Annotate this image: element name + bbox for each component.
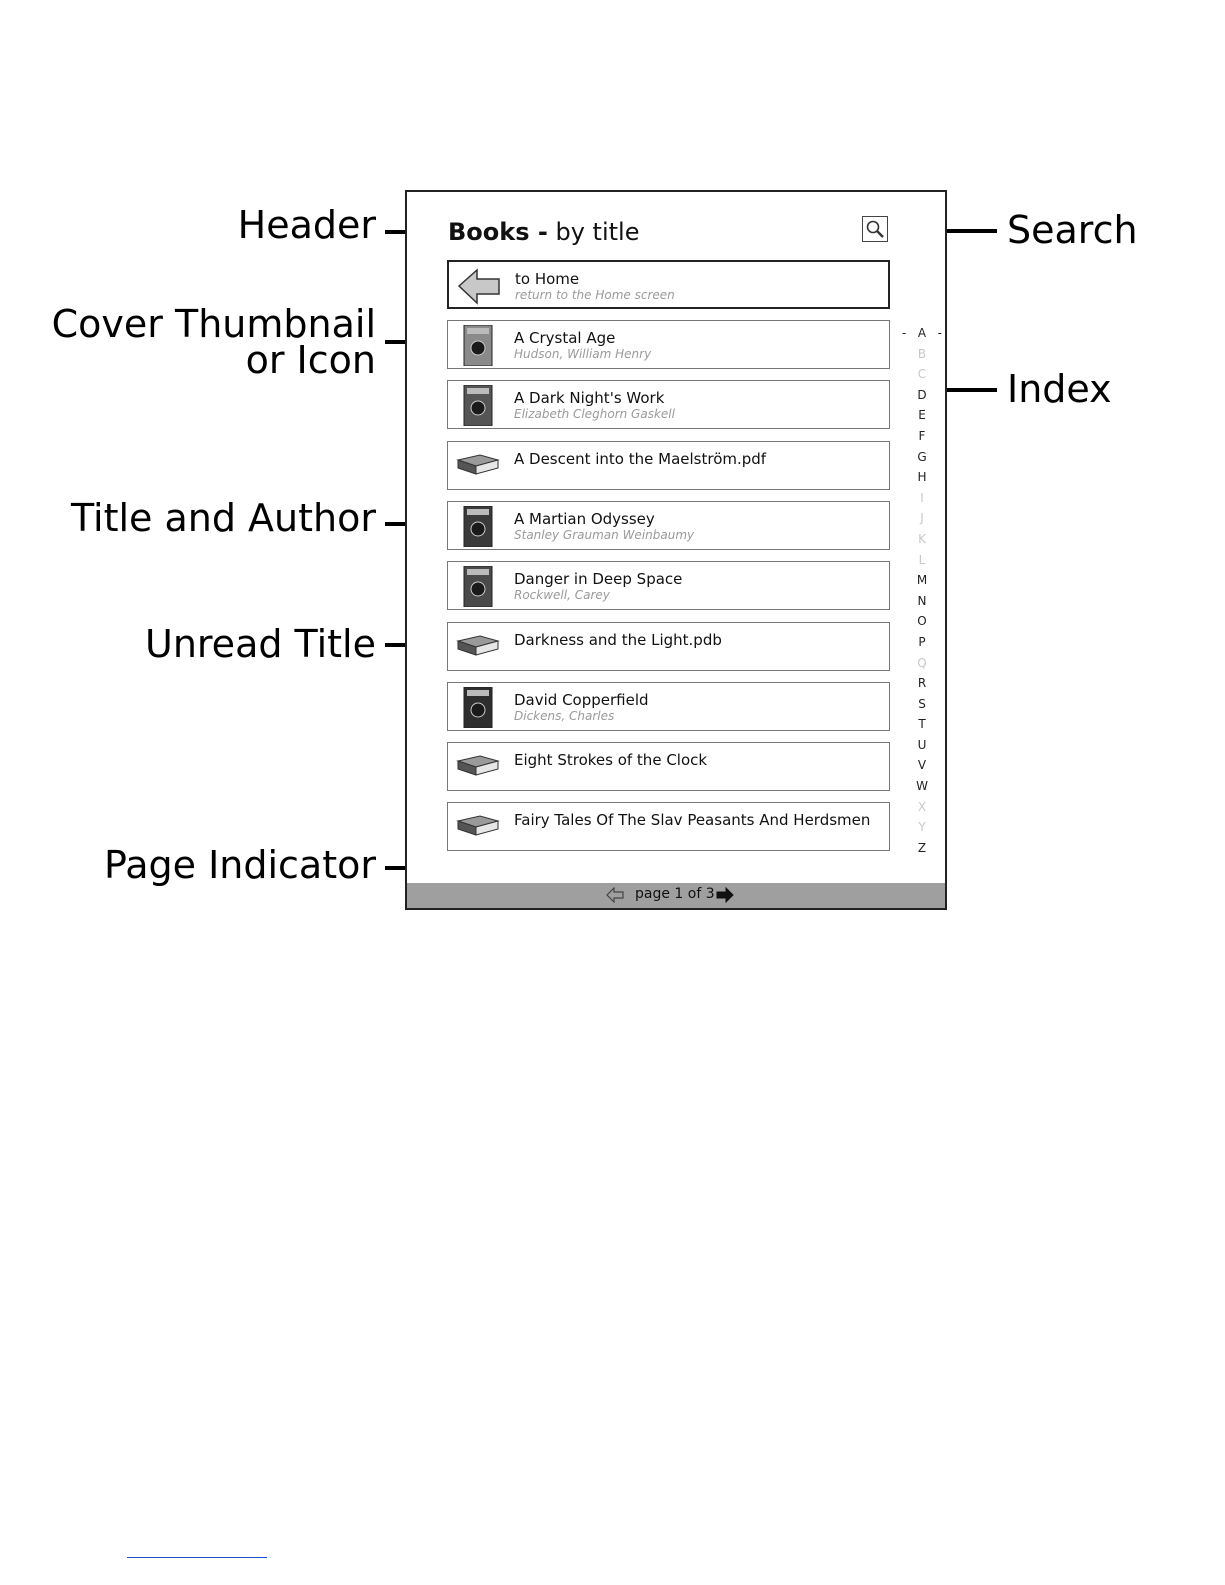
index-letter[interactable]: G: [917, 449, 927, 464]
callout-cover-thumbnail: Cover Thumbnail or Icon: [40, 302, 376, 382]
leader-index: [935, 388, 997, 392]
callout-search: Search: [1007, 208, 1138, 252]
index-letter[interactable]: M: [916, 573, 928, 588]
book-icon: [456, 634, 500, 656]
page-title: Books - by title: [448, 218, 639, 246]
index-letter[interactable]: V: [917, 758, 927, 773]
book-icon: [456, 755, 500, 776]
index-letter[interactable]: F: [918, 428, 926, 443]
cover-thumbnail-icon: [463, 686, 493, 728]
book-row[interactable]: Fairy Tales Of The Slav Peasants And Her…: [447, 802, 890, 852]
index-letter[interactable]: P: [918, 634, 926, 649]
index-letter[interactable]: W: [916, 779, 928, 794]
index-letter[interactable]: D: [917, 387, 927, 402]
book-author: Dickens, Charles: [514, 708, 615, 723]
next-page-icon[interactable]: [716, 887, 734, 903]
cover-thumbnail-icon: [463, 325, 493, 366]
index-letter: B: [917, 346, 927, 361]
book-row[interactable]: A Descent into the Maelström.pdf: [447, 440, 890, 490]
index-letter[interactable]: U: [917, 737, 927, 752]
book-title: David Copperfield: [514, 690, 649, 709]
device-screen: Books - by title to Home return to the H…: [405, 190, 947, 910]
index-letter: C: [917, 367, 927, 382]
book-author: Stanley Grauman Weinbaumy: [514, 527, 695, 542]
back-arrow-icon: [457, 268, 500, 305]
book-title: A Dark Night's Work: [514, 389, 665, 408]
index-letter: L: [918, 552, 926, 567]
book-title: Fairy Tales Of The Slav Peasants And Her…: [514, 811, 871, 830]
book-author: Rockwell, Carey: [514, 588, 610, 603]
index-letter[interactable]: O: [917, 614, 927, 629]
page-indicator-bar: page 1 of 3: [407, 883, 945, 908]
index-letter[interactable]: Z: [917, 840, 927, 855]
search-button[interactable]: [862, 216, 888, 242]
index-letter: Q: [917, 655, 927, 670]
alphabet-index: ABCDEFGHIJKLMNOPQRSTUVWXYZ: [902, 323, 942, 858]
index-letter[interactable]: A: [902, 323, 942, 344]
cover-thumbnail-icon: [463, 385, 493, 427]
index-letter: K: [918, 531, 926, 546]
book-title: Darkness and the Light.pdb: [514, 630, 722, 649]
callout-cover-line2: or Icon: [245, 338, 376, 382]
index-letter[interactable]: R: [917, 676, 927, 691]
cover-thumbnail-icon: [463, 566, 493, 608]
index-letter[interactable]: T: [918, 717, 926, 732]
index-letter: I: [920, 490, 924, 505]
home-row[interactable]: to Home return to the Home screen: [447, 260, 890, 309]
index-letter[interactable]: H: [917, 470, 927, 485]
book-row[interactable]: Darkness and the Light.pdb: [447, 621, 890, 671]
index-letter: Y: [918, 820, 926, 835]
search-icon: [866, 220, 884, 238]
header-title-bold: Books -: [448, 218, 548, 246]
book-author: Hudson, William Henry: [514, 347, 652, 361]
book-row[interactable]: Eight Strokes of the Clock: [447, 742, 890, 792]
index-letter[interactable]: S: [918, 696, 926, 711]
book-title: A Descent into the Maelström.pdf: [514, 449, 767, 468]
index-letter[interactable]: E: [918, 408, 926, 423]
callout-index: Index: [1007, 367, 1112, 411]
page-indicator-text: page 1 of 3: [635, 886, 715, 902]
callout-unread-title: Unread Title: [145, 622, 376, 666]
home-row-title: to Home: [515, 270, 580, 288]
cover-thumbnail-icon: [463, 505, 493, 547]
book-title: Danger in Deep Space: [514, 570, 683, 589]
index-letter[interactable]: N: [917, 593, 927, 608]
book-title: Eight Strokes of the Clock: [514, 751, 708, 770]
footer-link-underline: [127, 1557, 267, 1558]
leader-search: [900, 229, 997, 233]
header-title-rest: by title: [547, 218, 640, 246]
book-title: A Crystal Age: [514, 329, 616, 347]
index-letter: X: [917, 799, 927, 814]
callout-title-author: Title and Author: [70, 496, 376, 540]
callout-cover-line1: Cover Thumbnail: [51, 302, 376, 346]
index-letter: J: [920, 511, 924, 526]
book-icon: [456, 815, 500, 837]
callout-header: Header: [237, 203, 376, 247]
book-title: A Martian Odyssey: [514, 509, 655, 528]
prev-page-icon[interactable]: [606, 887, 624, 903]
callout-page-indicator: Page Indicator: [104, 843, 376, 887]
home-row-subtitle: return to the Home screen: [515, 288, 675, 302]
book-author: Elizabeth Cleghorn Gaskell: [514, 407, 675, 422]
book-icon: [456, 454, 500, 475]
